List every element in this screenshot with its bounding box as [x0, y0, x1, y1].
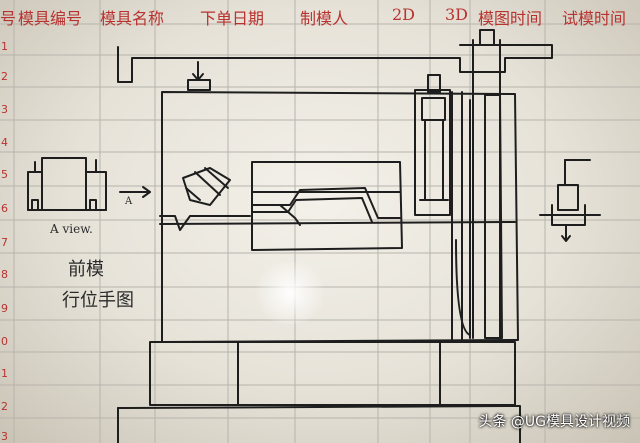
header-col-3d: 3D [445, 5, 469, 24]
header-col-mold-name: 模具名称 [100, 9, 165, 28]
table-header: 号 模具编号 模具名称 下单日期 制模人 2D 3D 模图时间 试模时间 [0, 0, 640, 28]
header-col-mold-no: 模具编号 [18, 9, 83, 28]
watermark: 头条 @UG模具设计视频 [478, 414, 630, 430]
header-col-2d: 2D [392, 5, 416, 24]
row-number: 8 [1, 268, 8, 281]
row-number: 2 [1, 400, 8, 413]
row-number: 0 [1, 335, 8, 348]
header-col-mold-maker: 制模人 [300, 9, 349, 28]
header-col-drawing-time: 模图时间 [478, 9, 543, 28]
row-number: 9 [1, 302, 8, 315]
row-number: 3 [1, 430, 8, 443]
row-number: 6 [1, 202, 8, 215]
header-col-order-date: 下单日期 [200, 9, 265, 28]
a-view-label: A view. [50, 222, 93, 236]
row-number: 5 [1, 168, 8, 181]
front-mold-label: 前模 [68, 259, 104, 280]
slider-label: 行位手图 [62, 290, 134, 311]
row-number: 3 [1, 103, 8, 116]
row-number: 2 [1, 70, 8, 83]
mold-sketch [27, 29, 601, 443]
row-number: 7 [1, 236, 8, 249]
row-number: 1 [1, 367, 8, 380]
arrow-a-label: A [125, 196, 133, 207]
row-number: 1 [1, 40, 8, 53]
header-col-number: 号 [0, 9, 17, 28]
row-number: 4 [1, 136, 8, 149]
light-glare [250, 262, 330, 324]
header-col-trial-time: 试模时间 [562, 9, 627, 28]
